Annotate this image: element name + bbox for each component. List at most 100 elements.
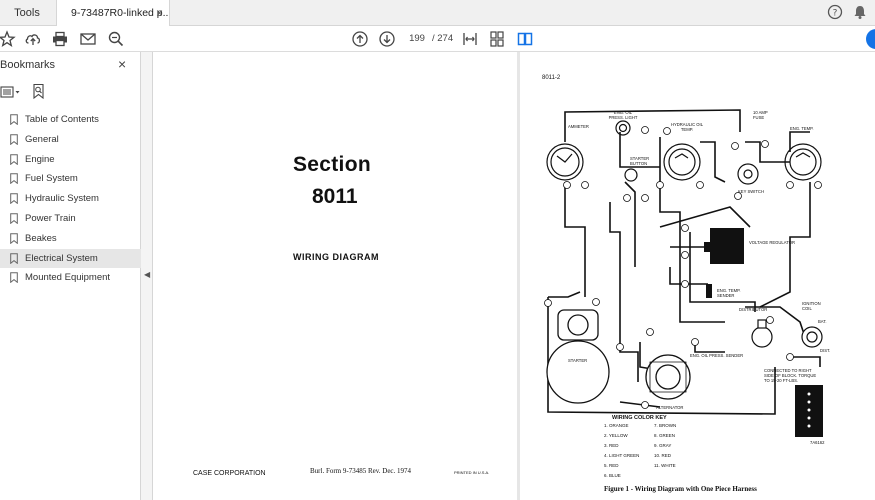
label-oil-sender: ENG. OIL PRESS. SENDER: [690, 353, 744, 358]
page-reference: 8011-2: [542, 75, 561, 81]
color-key-item: 3. RED: [604, 443, 619, 448]
label-dist: DIST.: [820, 348, 831, 353]
tab-document[interactable]: 9-73487R0-linked p... ×: [56, 0, 170, 26]
bookmark-label: Hydraulic System: [25, 193, 99, 205]
bookmark-icon: [10, 252, 18, 264]
pdf-page-left: Section 8011 WIRING DIAGRAM CASE CORPORA…: [153, 52, 517, 500]
bookmark-item[interactable]: Power Train: [0, 209, 141, 229]
bookmark-icon: [10, 114, 18, 125]
two-page-view-icon[interactable]: [516, 30, 534, 48]
bookmark-item[interactable]: General: [0, 130, 141, 150]
color-key-title: WIRING COLOR KEY: [612, 415, 667, 421]
close-tab-icon[interactable]: ×: [155, 6, 163, 20]
fit-width-icon[interactable]: [461, 30, 479, 48]
section-title: Section: [293, 153, 371, 176]
bookmark-icon: [10, 133, 18, 145]
panel-splitter[interactable]: ◀: [141, 52, 153, 500]
help-icon[interactable]: ?: [827, 4, 843, 20]
cloud-upload-icon[interactable]: [24, 30, 42, 48]
footer-print: PRINTED IN U.S.A.: [454, 470, 490, 475]
bookmark-item[interactable]: Engine: [0, 150, 141, 170]
color-key-item: 11. WHITE: [654, 463, 676, 468]
bell-icon[interactable]: [853, 4, 867, 20]
bookmarks-tools: [0, 82, 141, 104]
bookmark-item[interactable]: Fuel System: [0, 169, 141, 189]
label-eng-temp: ENG. TEMP.: [790, 126, 814, 131]
bookmarks-panel: Bookmarks × Table of Contents General En…: [0, 52, 141, 500]
previous-page-icon[interactable]: [351, 30, 369, 48]
bookmark-item[interactable]: Mounted Equipment: [0, 268, 141, 288]
options-menu-icon[interactable]: [0, 85, 22, 99]
collapse-panel-icon[interactable]: ◀: [144, 270, 151, 279]
label-bat: BAT.: [818, 319, 827, 324]
bookmark-list: Table of Contents General Engine Fuel Sy…: [0, 110, 141, 288]
bookmark-item[interactable]: Table of Contents: [0, 110, 141, 130]
label-connected: CONNECTED TO RIGHT SIDE OF BLOCK. TORQUE…: [764, 368, 817, 383]
color-key-item: 4. LIGHT GREEN: [604, 453, 640, 458]
label-alternator: ALTERNATOR: [656, 405, 684, 410]
color-key-item: 5. RED: [604, 463, 619, 468]
page-number-input[interactable]: 199: [409, 33, 425, 44]
bookmark-item[interactable]: Hydraulic System: [0, 189, 141, 209]
label-starter: STARTER: [568, 358, 588, 363]
section-subtitle: WIRING DIAGRAM: [293, 252, 379, 262]
label-temp-sender: ENG. TEMP. SENDER: [717, 288, 741, 298]
bookmark-item-selected[interactable]: Electrical System: [0, 248, 141, 269]
color-key-item: 8. GREEN: [654, 433, 676, 438]
bookmark-label: Beakes: [25, 232, 57, 244]
bookmark-icon: [10, 213, 18, 224]
bookmark-item[interactable]: Beakes: [0, 229, 141, 249]
label-ammeter: AMMETER: [568, 124, 589, 129]
color-key-item: 6. BLUE: [604, 473, 621, 478]
tab-bar: Tools 9-73487R0-linked p... × ?: [0, 0, 875, 26]
bookmark-icon: [10, 193, 18, 205]
pdf-page-right: 8011-2: [520, 52, 875, 500]
label-fuse: 10 AMP FUSE: [753, 110, 768, 120]
wiring-diagram: [544, 109, 823, 437]
print-icon[interactable]: [51, 30, 69, 48]
mail-icon[interactable]: [79, 30, 97, 48]
next-page-icon[interactable]: [378, 30, 396, 48]
zoom-icon[interactable]: [107, 30, 125, 48]
label-part-no: 7A6162: [810, 440, 825, 445]
footer-company: CASE CORPORATION: [193, 470, 266, 477]
label-voltage-regulator: VOLTAGE REGULATOR: [749, 240, 795, 245]
bookmark-label: Engine: [25, 153, 55, 165]
footer-form: Burl. Form 9-73485 Rev. Dec. 1974: [310, 467, 412, 475]
bookmark-icon: [10, 153, 18, 165]
bookmark-search-icon[interactable]: [31, 83, 47, 101]
bookmark-label: General: [25, 133, 59, 145]
bookmark-label: Table of Contents: [25, 114, 99, 125]
color-key-item: 9. GRAY: [654, 443, 672, 448]
close-panel-icon[interactable]: ×: [118, 56, 127, 72]
bookmarks-title: Bookmarks: [0, 59, 56, 71]
toolbar: 199 / 274: [0, 26, 875, 52]
scroll-mode-icon[interactable]: [488, 30, 506, 48]
document-viewer[interactable]: Section 8011 WIRING DIAGRAM CASE CORPORA…: [153, 52, 875, 500]
label-starter-button: STARTER BUTTON: [630, 156, 650, 166]
color-key-item: 10. RED: [654, 453, 672, 458]
bookmark-icon: [10, 272, 18, 284]
color-key-item: 2. YELLOW: [604, 433, 628, 438]
color-key-item: 7. BROWN: [654, 423, 677, 428]
bookmark-icon: [10, 232, 18, 244]
label-key-switch: KEY SWITCH: [738, 189, 764, 194]
color-key-item: 1. ORANGE: [604, 423, 629, 428]
tab-tools[interactable]: Tools: [14, 7, 40, 19]
svg-text:?: ?: [833, 9, 838, 19]
section-number: 8011: [312, 185, 358, 208]
label-hyd-temp: HYDRAULIC OIL TEMP.: [670, 122, 704, 132]
label-distributor: DISTRIBUTOR: [739, 307, 768, 312]
account-avatar[interactable]: [866, 29, 875, 49]
bookmark-label: Fuel System: [25, 173, 78, 185]
label-ignition-coil: IGNITION COIL: [802, 301, 821, 311]
tab-document-label: 9-73487R0-linked p...: [71, 7, 170, 19]
bookmark-label: Power Train: [25, 212, 76, 224]
bookmark-icon: [10, 173, 18, 185]
label-oil-light: ENG. OIL PRESS. LIGHT: [608, 110, 638, 120]
bookmark-label: Electrical System: [25, 252, 98, 264]
bookmark-label: Mounted Equipment: [25, 272, 111, 284]
page-total: / 274: [432, 33, 454, 44]
figure-caption: Figure 1 - Wiring Diagram with One Piece…: [604, 485, 757, 493]
star-icon[interactable]: [0, 30, 16, 48]
